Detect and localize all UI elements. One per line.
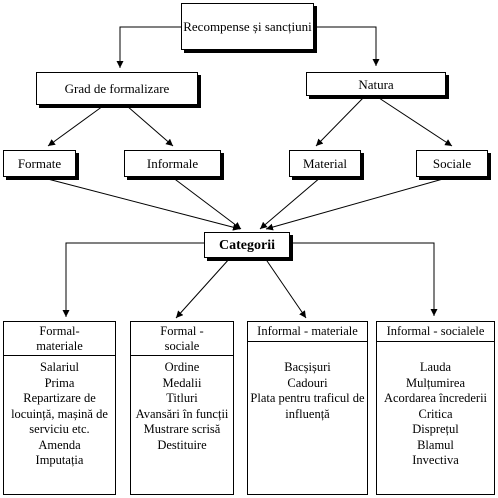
category-title: Formal- materiale	[4, 322, 115, 356]
root-node: Recompense și sancțiuni	[181, 3, 314, 50]
category-item: Acordarea încrederii	[383, 391, 488, 405]
category-title-text: Formal - sociale	[160, 323, 204, 353]
arrow-categorii-to-formal-materiale	[62, 242, 204, 317]
arrow-grad-to-formate	[47, 105, 104, 147]
category-item: Amenda	[38, 437, 81, 452]
category-formal-materiale: Formal- materiale Salariul Prima Reparti…	[3, 321, 116, 495]
category-title: Informal - socialele	[377, 322, 494, 342]
category-informal-materiale: Informal - materiale Bacșișuri Cadouri P…	[247, 321, 368, 495]
material-node: Material	[289, 150, 361, 177]
category-item: Plata pentru traficul de influență	[250, 391, 365, 421]
category-items: Bacșișuri Cadouri Plata pentru traficul …	[248, 342, 367, 422]
category-informal-sociale: Informal - socialele Lauda Mulțumirea Ac…	[376, 321, 495, 495]
formate-node: Formate	[3, 150, 76, 177]
grad-de-formalizare-node: Grad de formalizare	[36, 72, 198, 105]
root-label: Recompense și sancțiuni	[183, 19, 312, 34]
arrow-natura-to-material	[315, 95, 366, 147]
category-item: Salariul	[40, 360, 79, 374]
arrow-natura-to-sociale	[375, 95, 453, 147]
arrow-categorii-to-informal-materiale	[264, 257, 307, 319]
category-item: Medalii	[162, 375, 202, 390]
natura-node: Natura	[306, 72, 446, 96]
grad-de-formalizare-label: Grad de formalizare	[64, 81, 170, 96]
category-title-text: Informal - socialele	[386, 324, 485, 338]
category-formal-sociale: Formal - sociale Ordine Medalii Titluri …	[130, 321, 234, 495]
category-item: Critica	[418, 406, 453, 421]
category-item: Lauda	[419, 360, 452, 374]
category-item: Titluri	[166, 391, 198, 405]
category-title: Informal - materiale	[248, 322, 367, 342]
informale-node: Informale	[124, 150, 221, 177]
formate-label: Formate	[17, 156, 62, 171]
arrow-sociale-to-categorii	[265, 176, 451, 231]
arrow-root-to-natura	[314, 26, 380, 66]
category-title: Formal - sociale	[131, 322, 233, 356]
category-item: Invectiva	[412, 453, 459, 467]
category-item: Blamul	[417, 437, 454, 452]
category-item: Repartizare de locuință, mașină de servi…	[11, 391, 108, 436]
category-item: Cadouri	[287, 375, 328, 390]
arrow-root-to-grad	[116, 26, 181, 68]
category-items: Lauda Mulțumirea Acordarea încrederii Cr…	[377, 342, 494, 469]
arrow-formate-to-categorii	[39, 176, 241, 231]
category-item: Bacșișuri	[284, 360, 331, 374]
material-label: Material	[302, 156, 348, 171]
category-item: Mustrare scrisă	[143, 422, 221, 436]
category-title-text: Formal- materiale	[36, 323, 83, 353]
informale-label: Informale	[146, 156, 199, 171]
sociale-label: Sociale	[432, 156, 472, 171]
category-item: Mulțumirea	[405, 375, 465, 390]
arrow-grad-to-informale	[126, 105, 174, 147]
categorii-node: Categorii	[204, 232, 290, 258]
arrow-informale-to-categorii	[171, 176, 242, 230]
category-item: Avansări în funcții	[135, 406, 229, 421]
arrow-material-to-categorii	[259, 176, 322, 230]
category-items: Ordine Medalii Titluri Avansări în funcț…	[131, 356, 233, 453]
category-items: Salariul Prima Repartizare de locuință, …	[4, 356, 115, 469]
category-item: Imputația	[35, 453, 84, 467]
natura-label: Natura	[358, 76, 394, 92]
category-item: Disprețul	[412, 422, 459, 436]
categorii-label: Categorii	[219, 237, 275, 253]
category-item: Prima	[44, 375, 75, 390]
category-item: Ordine	[164, 360, 200, 374]
category-item: Destituire	[157, 437, 207, 452]
category-title-text: Informal - materiale	[257, 324, 358, 338]
sociale-node: Sociale	[416, 150, 488, 177]
arrow-categorii-to-formal-sociale	[175, 257, 231, 319]
arrow-categorii-to-informal-sociale	[290, 242, 438, 316]
